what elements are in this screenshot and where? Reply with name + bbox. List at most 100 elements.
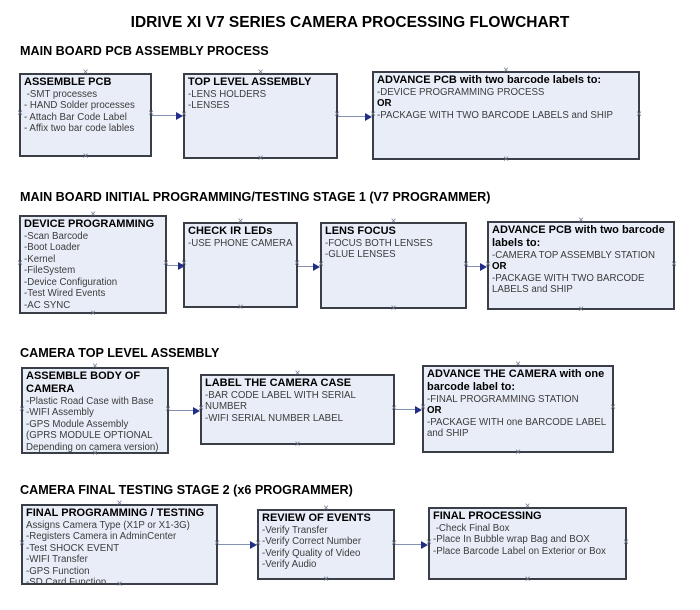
box-line: -Place In Bubble wrap Bag and BOX: [433, 534, 590, 546]
box-line: -Device Configuration: [24, 276, 118, 288]
box-line: -Verify Transfer: [262, 524, 328, 536]
flow-box-advance-camera: ×××× ADVANCE THE CAMERA with one barcode…: [420, 360, 616, 458]
arrow-line: [169, 410, 195, 412]
arrow-line: [467, 266, 482, 268]
box-line: -DEVICE PROGRAMMING PROCESS: [377, 86, 545, 98]
arrowhead-icon: [421, 540, 428, 549]
arrowhead-icon: [193, 406, 200, 415]
box-heading: ADVANCE PCB with two barcode labels to:: [492, 224, 665, 249]
box-heading: ASSEMBLE BODY OF CAMERA: [26, 370, 141, 395]
arrowhead-icon: [415, 405, 422, 414]
box-line: -AC SYNC: [24, 299, 71, 311]
box-line: -Verify Correct Number: [262, 536, 362, 548]
box-heading: DEVICE PROGRAMMING: [24, 218, 155, 230]
arrow-line: [395, 409, 417, 411]
box-heading: CHECK IR LEDs: [188, 225, 273, 237]
box-line: (GPRS MODULE OPTIONAL: [26, 430, 153, 442]
flow-box-check-ir-leds: ×××× CHECK IR LEDs -USE PHONE CAMERA: [181, 217, 300, 313]
box-line: OR: [492, 261, 507, 273]
flow-arrow: [218, 540, 257, 549]
box-line: -SD Card Function: [26, 577, 107, 589]
flow-arrow: [467, 262, 487, 271]
arrow-line: [167, 265, 180, 267]
box-line: -CAMERA TOP ASSEMBLY STATION: [492, 249, 655, 261]
box-line: -GPS Function: [26, 565, 90, 577]
box-heading: FINAL PROCESSING: [433, 510, 542, 522]
box-line: -Kernel: [24, 253, 56, 265]
box-line: -Plastic Road Case with Base: [26, 395, 154, 407]
box-heading: REVIEW OF EVENTS: [262, 512, 371, 524]
arrowhead-icon: [313, 262, 320, 271]
arrowhead-icon: [176, 111, 183, 120]
box-line: -SMT processes: [24, 88, 98, 100]
arrow-line: [152, 115, 178, 117]
flow-box-assemble-pcb: ×××× ASSEMBLE PCB -SMT processes - HAND …: [17, 68, 154, 162]
box-line: - Attach Bar Code Label: [24, 111, 127, 123]
section-header-final-testing: CAMERA FINAL TESTING STAGE 2 (x6 PROGRAM…: [20, 483, 353, 497]
flow-box-lens-focus: ×××× LENS FOCUS -FOCUS BOTH LENSES -GLUE…: [318, 217, 469, 314]
connection-point-icon: ×: [19, 537, 25, 549]
connection-point-icon: ×: [17, 108, 23, 119]
arrow-line: [395, 544, 423, 546]
arrowhead-icon: [250, 540, 257, 549]
flow-box-assemble-body: ×××× ASSEMBLE BODY OF CAMERA -Plastic Ro…: [19, 362, 171, 459]
connection-point-icon: ×: [524, 574, 531, 585]
box-line: -BAR CODE LABEL WITH SERIAL NUMBER: [205, 389, 359, 413]
box-line: -WIFI Assembly: [26, 407, 94, 419]
arrow-line: [298, 266, 315, 268]
flow-arrow: [395, 540, 428, 549]
flow-box-review-of-events: ×××× REVIEW OF EVENTS -Verify Transfer -…: [255, 504, 397, 585]
flow-arrow: [298, 262, 320, 271]
section-header-pcb-assembly: MAIN BOARD PCB ASSEMBLY PROCESS: [20, 44, 269, 58]
flow-arrow: [395, 405, 422, 414]
arrow-line: [338, 116, 367, 118]
flow-arrow: [167, 261, 185, 270]
box-line: Assigns Camera Type (X1P or X1-3G): [26, 519, 190, 531]
connection-point-icon: ×: [294, 439, 301, 450]
box-heading: FINAL PROGRAMMING / TESTING: [26, 507, 205, 519]
connection-point-icon: ×: [515, 447, 521, 458]
flow-box-device-programming: ×××× DEVICE PROGRAMMING -Scan Barcode -B…: [17, 210, 169, 319]
connection-point-icon: ×: [19, 403, 25, 415]
flow-box-top-level-assembly: ×××× TOP LEVEL ASSEMBLY -LENS HOLDERS -L…: [181, 68, 340, 164]
box-line: -Boot Loader: [24, 242, 81, 254]
box-line: -Registers Camera in AdminCenter: [26, 531, 177, 543]
box-line: -FOCUS BOTH LENSES: [325, 237, 433, 249]
arrowhead-icon: [480, 262, 487, 271]
box-line: -Verify Audio: [262, 559, 317, 571]
connection-point-icon: ×: [390, 303, 397, 314]
flow-box-final-processing: ×××× FINAL PROCESSING -Check Final Box -…: [426, 502, 629, 585]
connection-point-icon: ×: [17, 257, 23, 269]
box-line: -PACKAGE WITH TWO BARCODE LABELS and SHI…: [377, 109, 613, 121]
flow-arrow: [338, 112, 372, 121]
box-line: -PACKAGE WITH one BARCODE LABEL and SHIP: [427, 416, 609, 440]
box-heading: LENS FOCUS: [325, 225, 396, 237]
box-line: -Verify Quality of Video: [262, 547, 361, 559]
flow-arrow: [152, 111, 183, 120]
section-header-initial-programming: MAIN BOARD INITIAL PROGRAMMING/TESTING S…: [20, 190, 491, 204]
box-line: -PACKAGE WITH TWO BARCODE LABELS and SHI…: [492, 272, 648, 296]
connection-point-icon: ×: [257, 153, 264, 164]
box-heading: ASSEMBLE PCB: [24, 76, 112, 88]
box-line: OR: [377, 98, 392, 110]
box-line: Depending on camera version): [26, 441, 159, 453]
box-line: -LENSES: [188, 100, 230, 112]
box-line: - HAND Solder processes: [24, 100, 135, 112]
flow-box-advance-pcb-row1: ×××× ADVANCE PCB with two barcode labels…: [370, 66, 642, 165]
page-title: IDRIVE XI V7 SERIES CAMERA PROCESSING FL…: [130, 14, 570, 31]
connection-point-icon: ×: [90, 308, 96, 319]
box-line: -WIFI SERIAL NUMBER LABEL: [205, 412, 343, 424]
box-line: -WIFI Transfer: [26, 554, 88, 566]
box-line: - Affix two bar code lables: [24, 123, 135, 135]
connection-point-icon: ×: [623, 536, 629, 548]
box-heading: ADVANCE PCB with two barcode labels to:: [377, 74, 602, 86]
box-line: -FINAL PROGRAMMING STATION: [427, 393, 579, 405]
connection-point-icon: ×: [237, 302, 244, 313]
arrowhead-icon: [365, 112, 372, 121]
box-line: -Check Final Box: [433, 522, 510, 534]
box-line: -Test Wired Events: [24, 288, 106, 300]
connection-point-icon: ×: [578, 304, 584, 315]
flow-box-advance-pcb-row2: ×××× ADVANCE PCB with two barcode labels…: [485, 216, 677, 315]
connection-point-icon: ×: [503, 154, 509, 165]
